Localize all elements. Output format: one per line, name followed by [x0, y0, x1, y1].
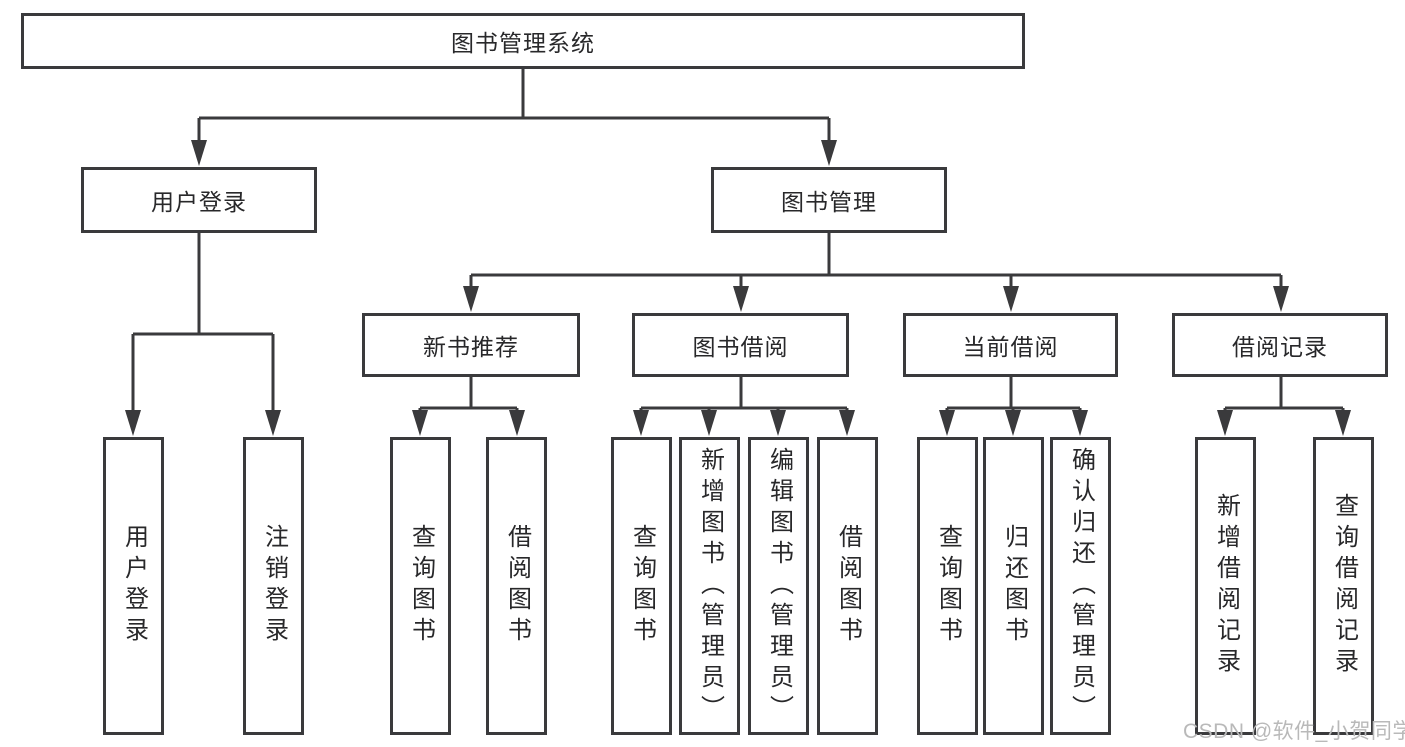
- root-node-label: 图书管理系统: [451, 30, 595, 56]
- leaf-confirm-return-admin-label: 确认归还（管理员）: [1067, 446, 1095, 726]
- node-book-management-label: 图书管理: [781, 189, 877, 215]
- leaf-add-borrow-record: 新增借阅记录: [1195, 437, 1256, 735]
- leaf-query-borrow-record-label: 查询借阅记录: [1330, 493, 1358, 679]
- leaf-borrow-books-newbooks: 借阅图书: [486, 437, 547, 735]
- node-borrow-records-label: 借阅记录: [1232, 334, 1328, 360]
- node-borrow-records: 借阅记录: [1172, 313, 1388, 377]
- leaf-borrow-books: 借阅图书: [817, 437, 878, 735]
- leaf-add-books-admin: 新增图书（管理员）: [679, 437, 740, 735]
- leaf-borrow-books-label: 借阅图书: [834, 524, 862, 648]
- leaf-borrow-books-newbooks-label: 借阅图书: [503, 524, 531, 648]
- leaf-return-books-label: 归还图书: [1000, 524, 1028, 648]
- node-user-login-label: 用户登录: [151, 189, 247, 215]
- leaf-edit-books-admin-label: 编辑图书（管理员）: [765, 446, 793, 726]
- node-book-borrow-label: 图书借阅: [692, 334, 789, 360]
- leaf-edit-books-admin: 编辑图书（管理员）: [748, 437, 809, 735]
- root-node-library-system: 图书管理系统: [21, 13, 1025, 69]
- leaf-query-books-borrow-label: 查询图书: [628, 524, 656, 648]
- node-current-borrow: 当前借阅: [903, 313, 1118, 377]
- node-book-borrow: 图书借阅: [632, 313, 849, 377]
- csdn-watermark: CSDN @软件_小贺同学: [1183, 720, 1405, 743]
- leaf-return-books: 归还图书: [983, 437, 1044, 735]
- leaf-user-login: 用户登录: [103, 437, 164, 735]
- leaf-query-books-current-label: 查询图书: [934, 524, 962, 648]
- node-book-management: 图书管理: [711, 167, 947, 233]
- leaf-query-borrow-record: 查询借阅记录: [1313, 437, 1374, 735]
- leaf-query-books-current: 查询图书: [917, 437, 978, 735]
- arrowhead-icons: [125, 140, 1351, 436]
- leaf-logout-label: 注销登录: [260, 524, 288, 648]
- leaf-add-borrow-record-label: 新增借阅记录: [1212, 493, 1240, 679]
- node-new-books: 新书推荐: [362, 313, 580, 377]
- node-current-borrow-label: 当前借阅: [962, 334, 1059, 360]
- leaf-query-books-borrow: 查询图书: [611, 437, 672, 735]
- node-user-login: 用户登录: [81, 167, 317, 233]
- leaf-query-books-newbooks: 查询图书: [390, 437, 451, 735]
- node-new-books-label: 新书推荐: [423, 334, 519, 360]
- leaf-query-books-newbooks-label: 查询图书: [407, 524, 435, 648]
- leaf-logout: 注销登录: [243, 437, 304, 735]
- leaf-add-books-admin-label: 新增图书（管理员）: [696, 446, 724, 726]
- leaf-user-login-label: 用户登录: [120, 524, 148, 648]
- leaf-confirm-return-admin: 确认归还（管理员）: [1050, 437, 1111, 735]
